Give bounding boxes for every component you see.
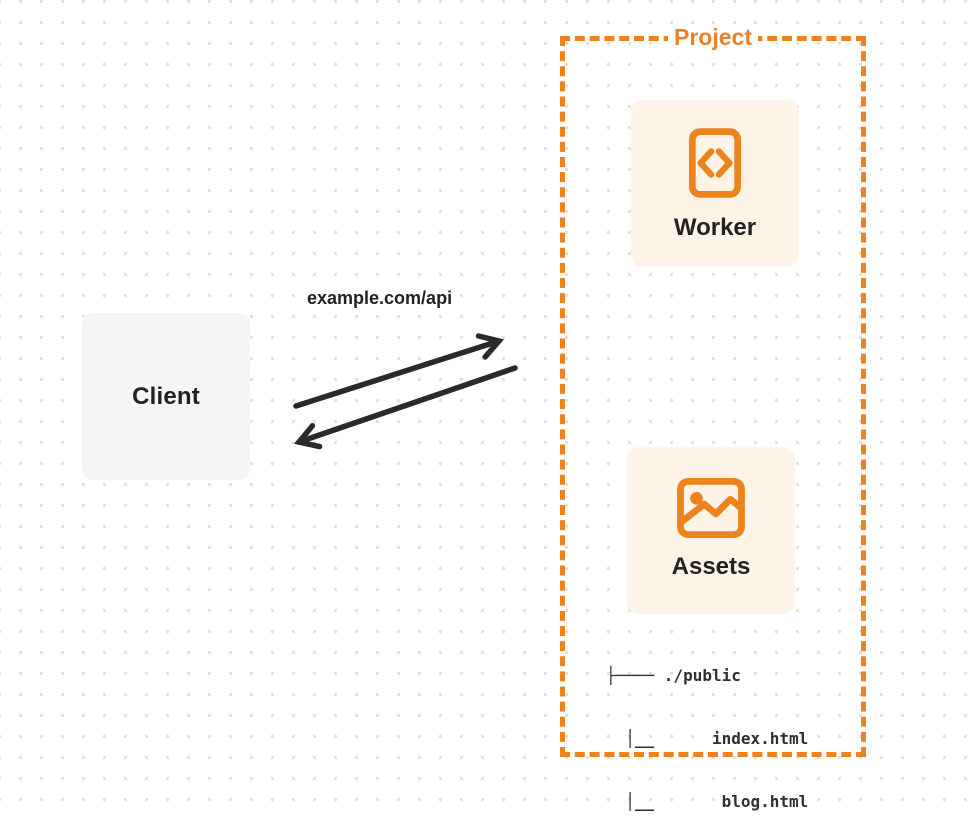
request-url-label: example.com/api <box>307 288 453 308</box>
assets-node: Assets <box>627 447 795 614</box>
client-label: Client <box>132 382 200 410</box>
client-node: Client <box>82 313 250 480</box>
file-tree-line: ├──── ./public <box>606 666 741 685</box>
worker-node: Worker <box>631 100 799 267</box>
project-label: Project <box>668 24 758 51</box>
file-tree-line: │__ index.html <box>606 729 809 748</box>
project-boundary: Project Worker Assets <box>560 24 866 811</box>
response-arrow <box>294 365 518 450</box>
image-icon <box>676 477 746 539</box>
file-tree-line: │__ blog.html <box>606 792 809 811</box>
code-icon <box>688 126 742 200</box>
file-tree: ├──── ./public │__ index.html │__ blog.h… <box>606 623 808 818</box>
request-arrow <box>293 333 505 409</box>
worker-label: Worker <box>673 214 757 241</box>
assets-label: Assets <box>671 553 751 580</box>
